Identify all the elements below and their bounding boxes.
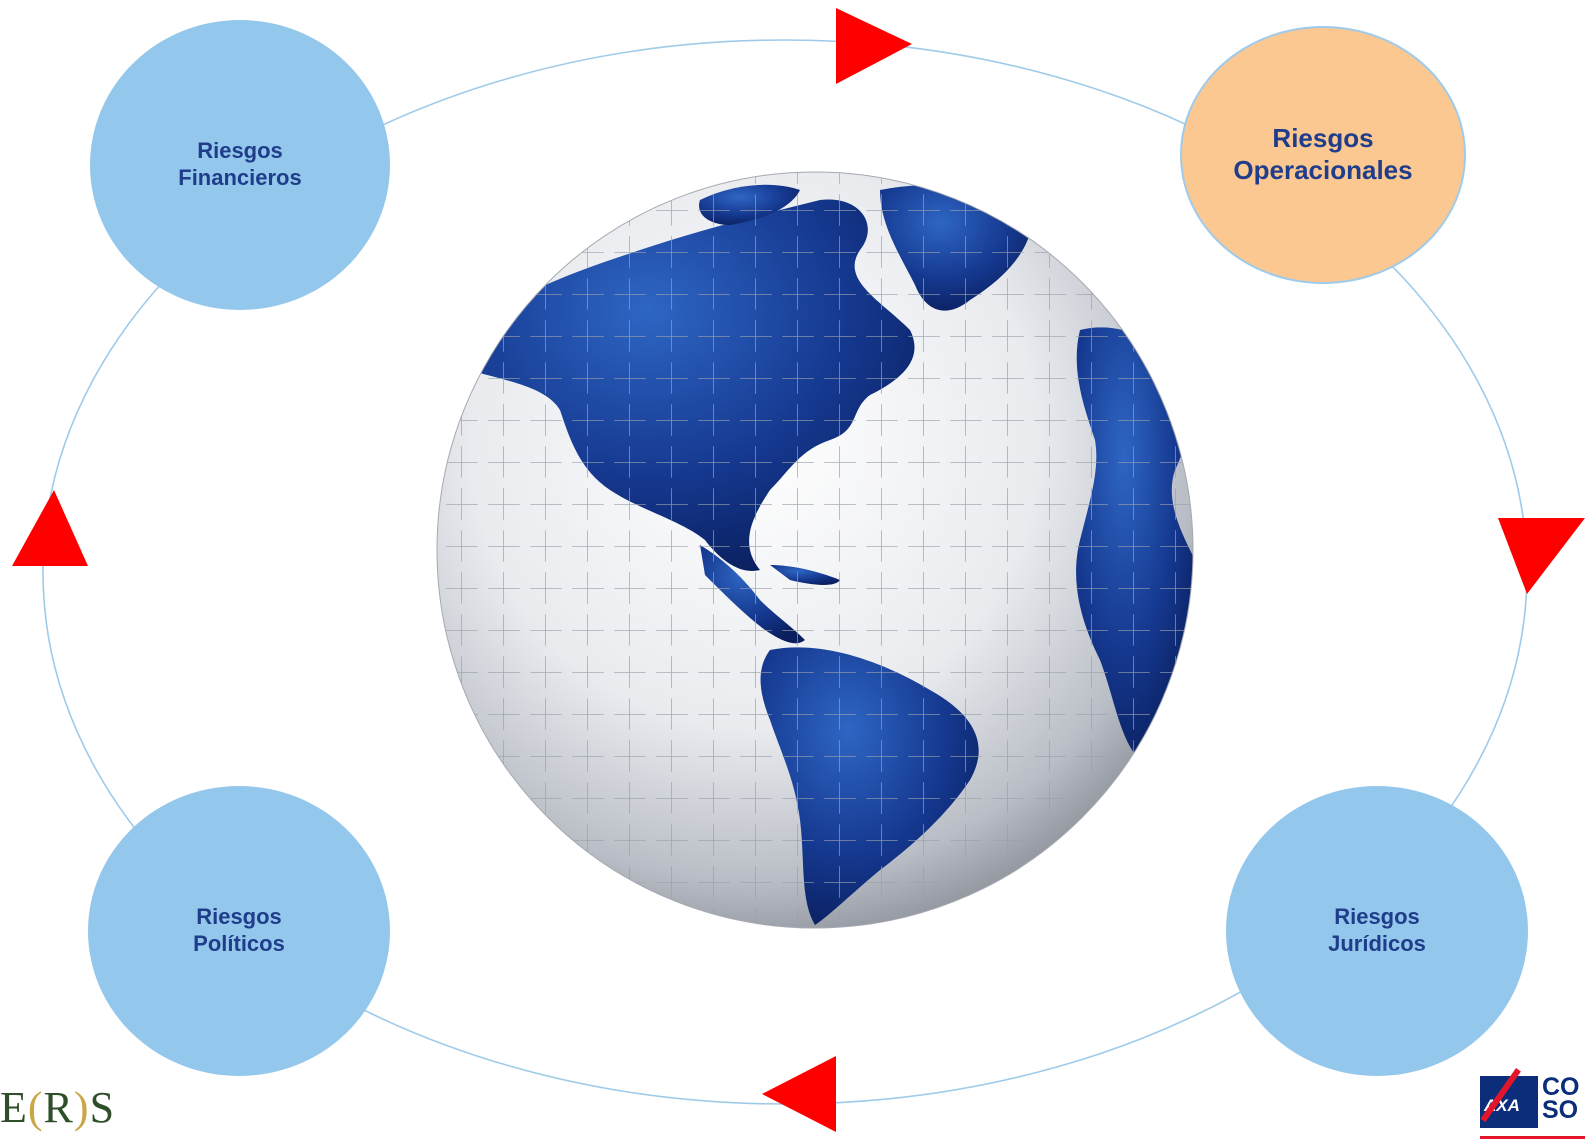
arrow-bottom-left-pointing	[762, 1056, 836, 1132]
node-label-line1: Riesgos	[1334, 904, 1420, 930]
node-riesgos-operacionales: Riesgos Operacionales	[1180, 26, 1466, 284]
logo-eris: E(R)S	[0, 1076, 150, 1144]
node-label-line1: Riesgos	[196, 904, 282, 930]
axa-underline	[1480, 1136, 1585, 1139]
globe-image	[436, 171, 1194, 929]
node-label-line2: Operacionales	[1233, 155, 1413, 185]
node-label-line2: Políticos	[193, 931, 285, 956]
node-riesgos-juridicos: Riesgos Jurídicos	[1226, 786, 1528, 1076]
logo-axa: AXA CO SO	[1476, 1068, 1585, 1144]
arrow-top-right-pointing	[836, 8, 912, 84]
arrow-right-down-pointing	[1498, 518, 1585, 594]
node-label-line2: Jurídicos	[1328, 931, 1426, 956]
node-label-line1: Riesgos	[1272, 123, 1374, 154]
logo-eris-mark: E(R)S	[0, 1083, 116, 1132]
node-riesgos-politicos: Riesgos Políticos	[88, 786, 390, 1076]
arrow-left-up-pointing	[12, 490, 88, 566]
node-label-line2: Financieros	[178, 165, 302, 190]
node-label-line1: Riesgos	[197, 138, 283, 164]
axa-side-text: CO SO	[1542, 1073, 1580, 1124]
node-riesgos-financieros: Riesgos Financieros	[90, 20, 390, 310]
